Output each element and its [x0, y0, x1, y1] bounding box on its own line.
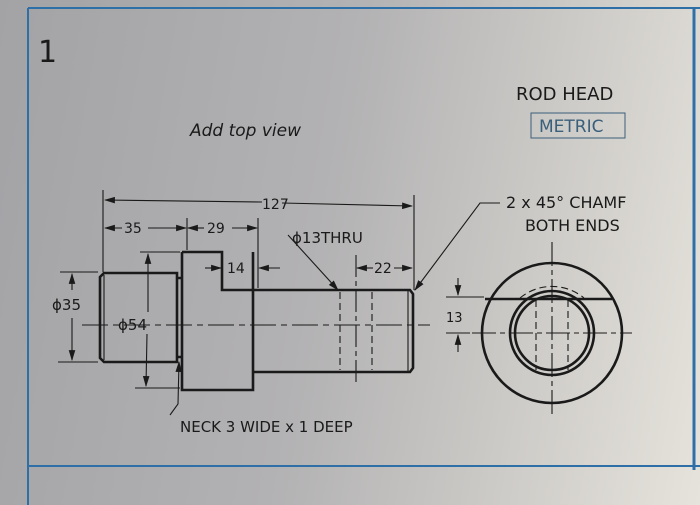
chamfer-note-line1: 2 x 45° CHAMF: [506, 193, 626, 212]
front-view: [82, 250, 430, 392]
hole-callout: ϕ13THRU: [292, 229, 363, 247]
dim-flat-13: 13: [446, 311, 463, 326]
dim-127: 127: [262, 197, 289, 213]
chamfer-note-line2: BOTH ENDS: [525, 216, 620, 235]
dim-dia-54: ϕ54: [118, 316, 147, 334]
neck-note: NECK 3 WIDE x 1 DEEP: [180, 418, 353, 436]
dim-29: 29: [207, 221, 225, 237]
part-title: ROD HEAD: [516, 84, 613, 105]
dim-dia-35: ϕ35: [52, 296, 81, 314]
dim-22: 22: [374, 261, 392, 277]
metric-badge: [530, 112, 626, 139]
end-view: 13: [446, 242, 632, 418]
dimensions: 127 35 29 14 22 ϕ13THRU ϕ35 ϕ54 NECK 3 W…: [52, 190, 626, 436]
dim-14: 14: [227, 261, 245, 277]
metric-badge-text: METRIC: [539, 117, 604, 137]
page-number: 1: [38, 35, 57, 70]
instruction-text: Add top view: [189, 121, 301, 141]
dim-35: 35: [124, 221, 142, 237]
